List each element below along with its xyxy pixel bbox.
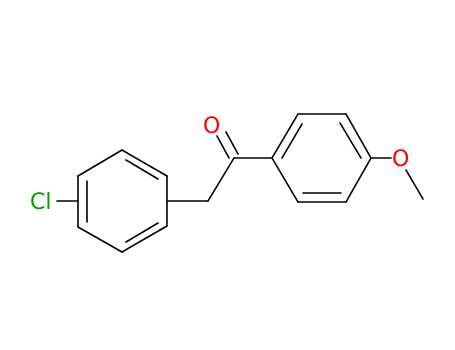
bond <box>77 226 123 253</box>
carbonyl-oxygen-label: O <box>203 114 220 139</box>
bond <box>345 113 372 159</box>
bond-o-methyl <box>405 169 424 200</box>
double-bond-inner <box>339 122 362 159</box>
chlorophenyl-ring <box>77 149 168 253</box>
double-bond-inner <box>125 159 159 180</box>
bond <box>121 225 168 253</box>
bond <box>271 113 299 159</box>
carbonyl-double-bond <box>216 135 230 159</box>
double-bond-inner <box>125 222 159 243</box>
methoxyphenyl-ring <box>271 113 372 203</box>
bond <box>77 149 123 177</box>
double-bond-inner <box>281 123 303 159</box>
bond-ch2-carbonyl <box>207 157 235 202</box>
bond <box>121 149 168 177</box>
bond <box>271 157 299 203</box>
carbonyl-double-bond <box>225 131 239 155</box>
chlorine-label: Cl <box>30 190 51 215</box>
methoxy-oxygen-label: O <box>392 147 409 172</box>
bond <box>345 157 372 203</box>
